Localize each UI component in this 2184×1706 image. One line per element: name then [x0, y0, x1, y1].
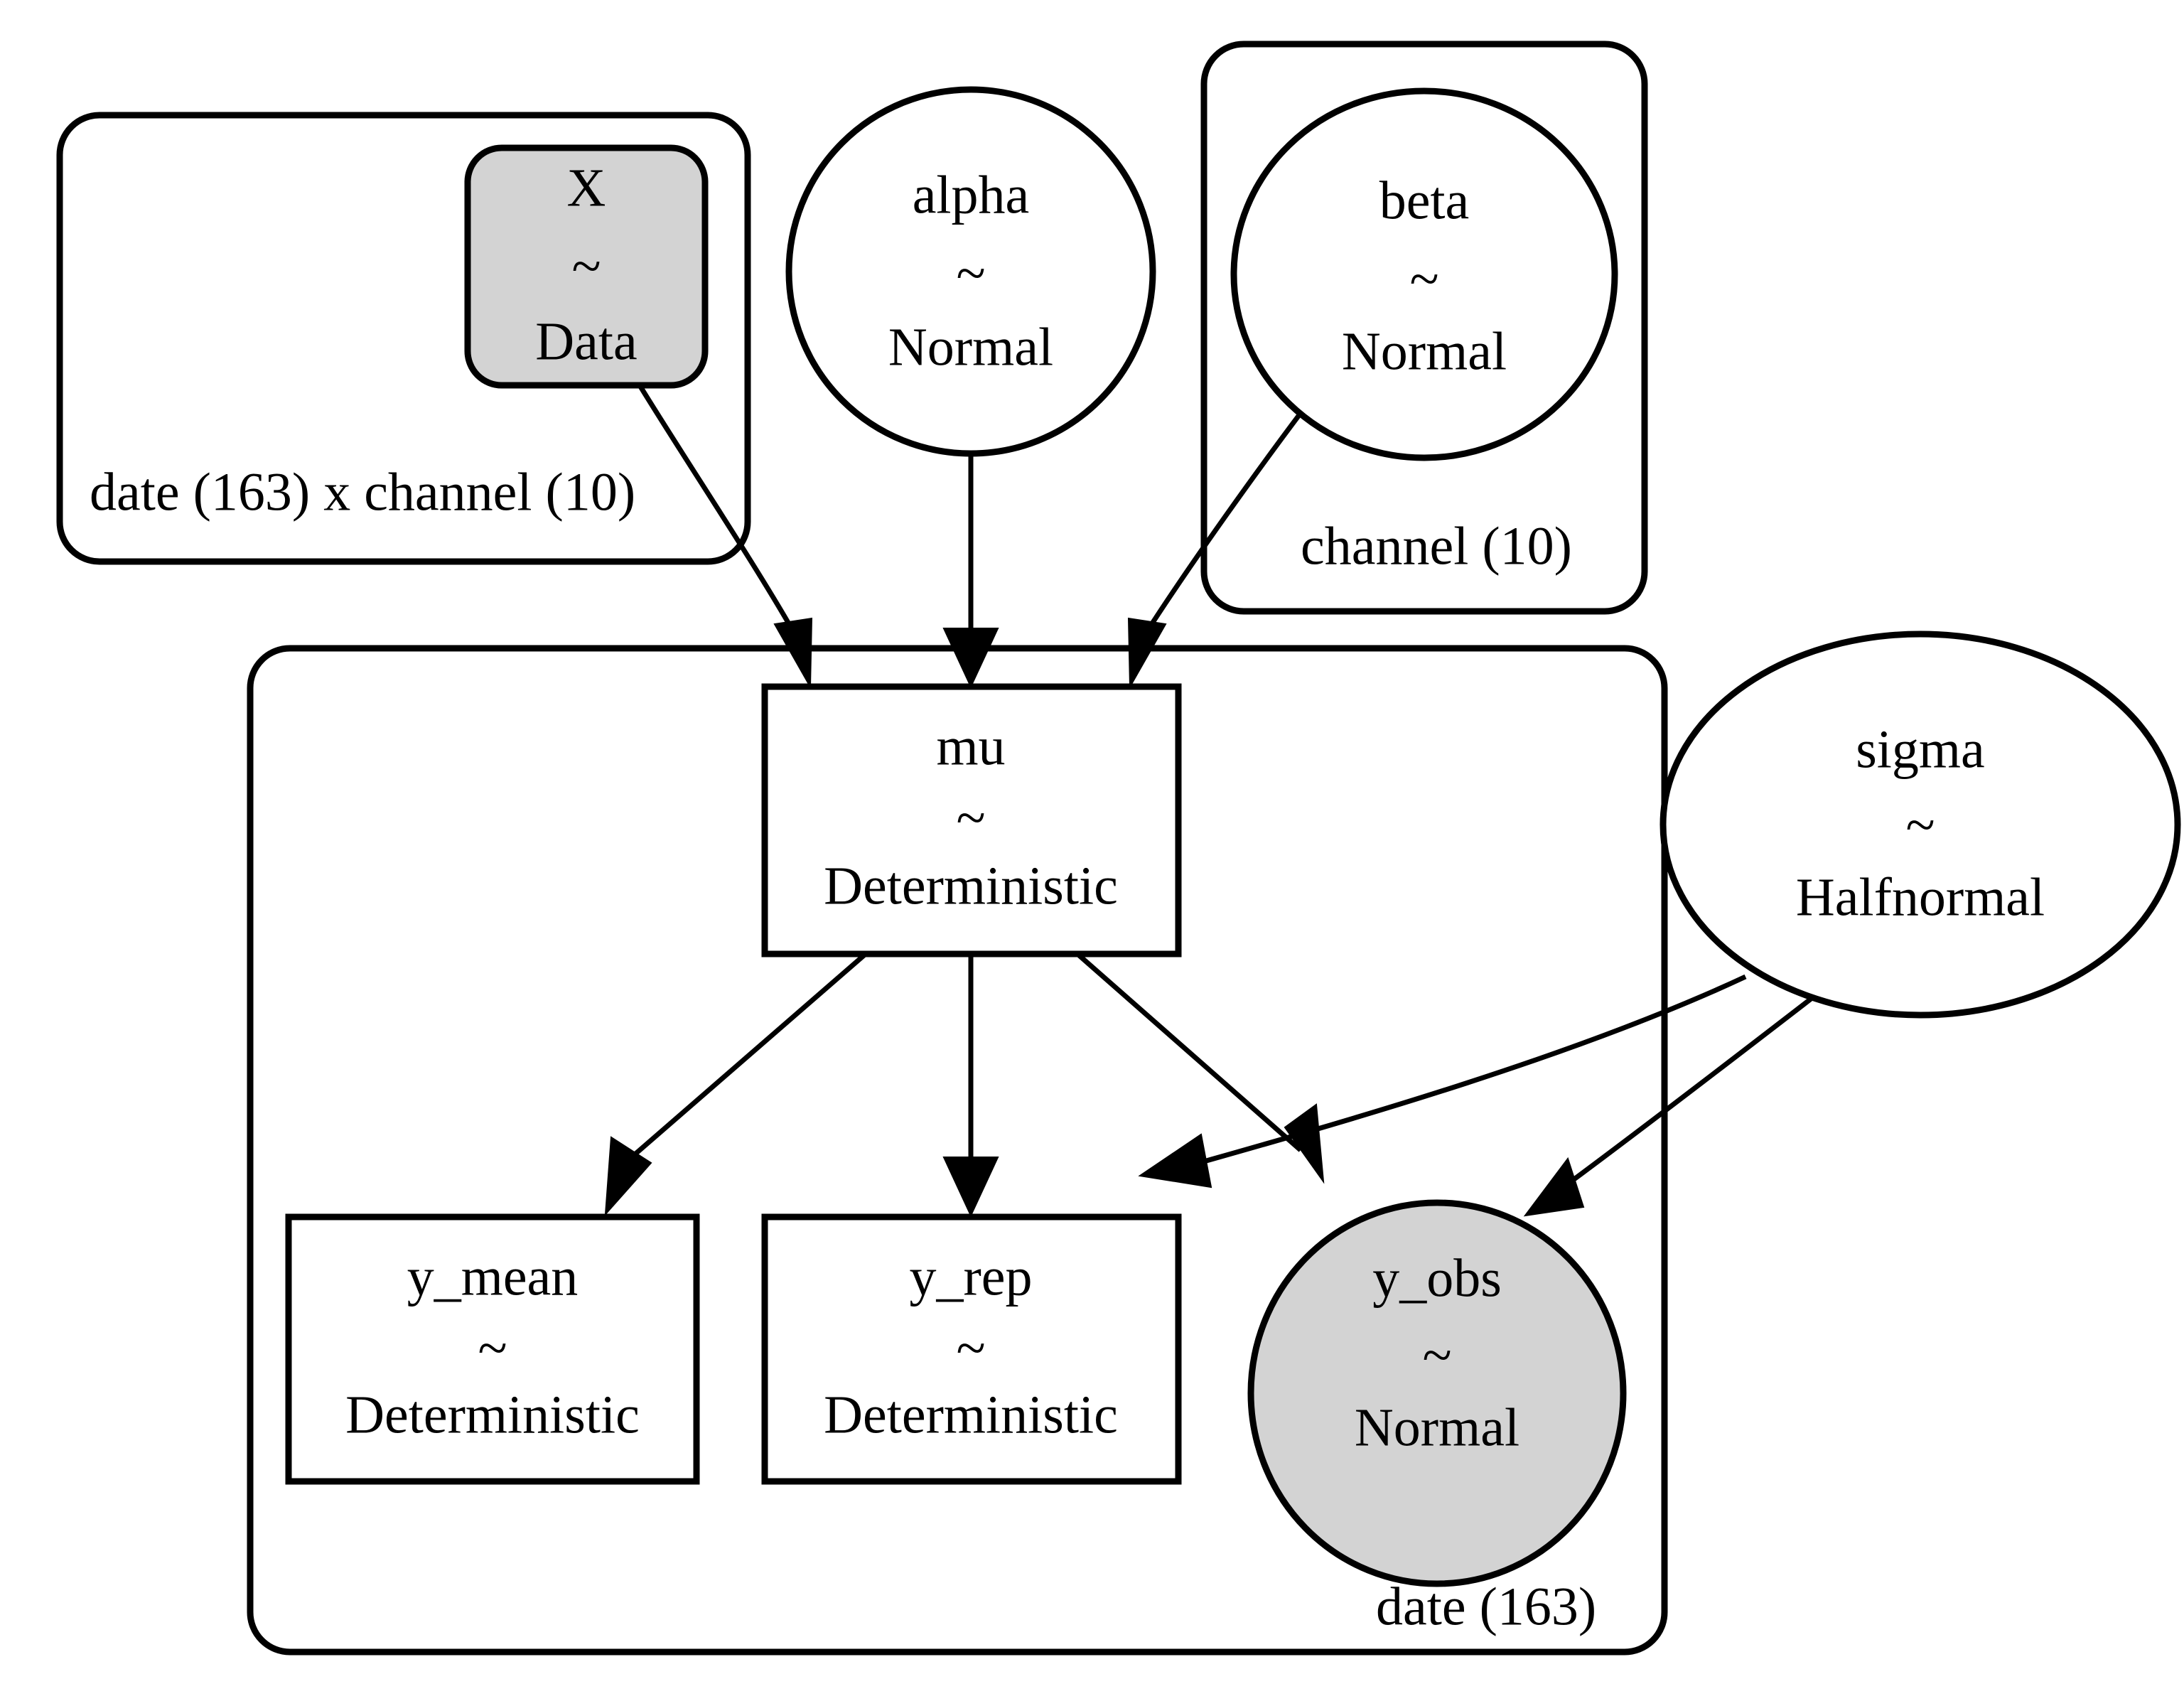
node-mu-distribution: Deterministic	[824, 856, 1118, 916]
node-X-shape[interactable]	[464, 144, 709, 389]
node-alpha-distribution: Normal	[888, 317, 1053, 377]
node-y_rep[interactable]: y_rep ~ Deterministic	[761, 1213, 1182, 1485]
plate-channel-label: channel (10)	[1301, 516, 1572, 576]
node-y_mean-tilde: ~	[478, 1318, 507, 1378]
node-y_obs[interactable]: y_obs ~ Normal	[1247, 1199, 1627, 1587]
edge-mu-to-y_mean	[604, 952, 868, 1216]
edge-beta-to-mu-line	[1145, 396, 1314, 633]
edge-sigma-to-y_obs-arrowhead	[1523, 1157, 1585, 1217]
node-y_mean-shape[interactable]	[285, 1213, 700, 1485]
plate-date-label: date (163)	[1376, 1577, 1596, 1636]
node-y_mean-distribution: Deterministic	[345, 1385, 640, 1444]
node-y_mean[interactable]: y_mean ~ Deterministic	[285, 1213, 700, 1485]
node-sigma[interactable]: sigma ~ Halfnormal	[1659, 631, 2181, 1019]
edge-X-to-mu-line	[638, 384, 796, 633]
edge-sigma-to-y_rep-arrowhead	[1138, 1133, 1212, 1189]
edge-mu-to-y_rep-arrowhead	[942, 1157, 999, 1218]
node-X-distribution: Data	[535, 311, 637, 371]
edge-sigma-to-y_obs	[1523, 990, 1822, 1217]
edge-beta-to-mu	[1127, 396, 1314, 690]
edge-sigma-to-y_obs-line	[1567, 990, 1822, 1185]
node-beta-shape[interactable]	[1230, 87, 1618, 461]
edge-mu-to-y_rep	[942, 954, 999, 1218]
edge-mu-to-y_obs	[1075, 952, 1325, 1184]
node-y_rep-distribution: Deterministic	[824, 1385, 1118, 1444]
node-y_obs-name: y_obs	[1372, 1248, 1502, 1308]
plate-channel-border	[1200, 41, 1648, 615]
node-alpha-name: alpha	[913, 165, 1030, 225]
node-sigma-name: sigma	[1856, 719, 1985, 779]
edge-mu-to-y_mean-arrowhead	[604, 1136, 652, 1216]
edge-mu-to-y_mean-line	[626, 952, 868, 1162]
plate-channel: channel (10)	[1200, 41, 1648, 615]
node-X-name: X	[567, 158, 606, 218]
node-mu-shape[interactable]	[761, 683, 1182, 957]
node-beta-name: beta	[1379, 171, 1470, 230]
node-beta-tilde: ~	[1409, 249, 1438, 309]
node-mu-name: mu	[936, 717, 1005, 776]
edge-sigma-to-y_rep	[1138, 974, 1747, 1189]
node-y_obs-tilde: ~	[1422, 1325, 1451, 1385]
node-y_rep-shape[interactable]	[761, 1213, 1182, 1485]
node-alpha-shape[interactable]	[785, 86, 1156, 457]
edge-beta-to-mu-arrowhead	[1127, 617, 1167, 690]
plate-date-channel-border	[56, 112, 751, 565]
edge-mu-to-y_obs-arrowhead	[1284, 1103, 1325, 1184]
node-sigma-shape[interactable]	[1659, 631, 2181, 1019]
edge-alpha-to-mu-arrowhead	[942, 628, 999, 689]
node-y_obs-distribution: Normal	[1355, 1397, 1519, 1457]
node-alpha[interactable]: alpha ~ Normal	[785, 86, 1156, 457]
edge-X-to-mu-arrowhead	[773, 617, 813, 690]
edge-mu-to-y_obs-line	[1075, 952, 1303, 1152]
node-beta[interactable]: beta ~ Normal	[1230, 87, 1618, 461]
node-X-tilde: ~	[571, 236, 601, 296]
node-beta-distribution: Normal	[1342, 321, 1507, 381]
edge-alpha-to-mu	[942, 454, 999, 689]
node-y_mean-name: y_mean	[407, 1247, 579, 1307]
node-y_obs-shape[interactable]	[1247, 1199, 1627, 1587]
node-mu[interactable]: mu ~ Deterministic	[761, 683, 1182, 957]
plate-date-channel: date (163) x channel (10)	[56, 112, 751, 565]
node-sigma-distribution: Halfnormal	[1796, 867, 2045, 927]
node-sigma-tilde: ~	[1905, 795, 1935, 854]
plate-date-channel-label: date (163) x channel (10)	[90, 462, 635, 522]
node-y_rep-tilde: ~	[956, 1318, 985, 1378]
edge-sigma-to-y_rep-line	[1203, 974, 1747, 1164]
node-mu-tilde: ~	[956, 788, 985, 847]
node-X[interactable]: X ~ Data	[464, 144, 709, 389]
edge-X-to-mu	[638, 384, 813, 690]
node-alpha-tilde: ~	[956, 243, 985, 303]
node-y_rep-name: y_rep	[909, 1247, 1032, 1307]
